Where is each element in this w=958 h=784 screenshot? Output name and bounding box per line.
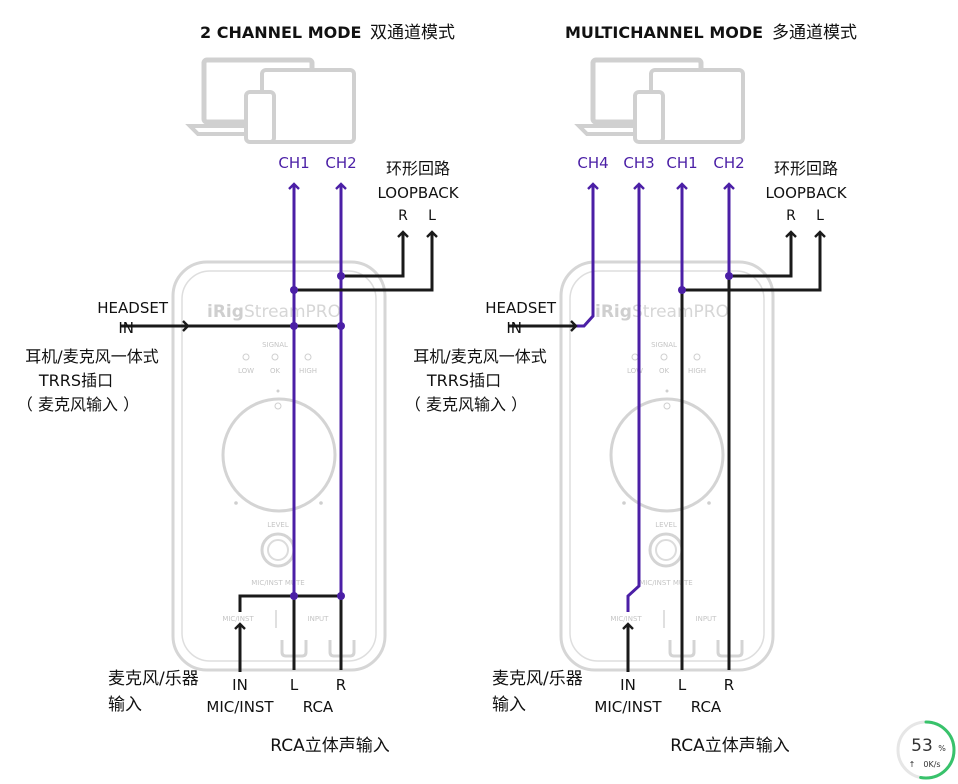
left-bottom-cn-2: 输入 [108, 695, 142, 715]
right-micinst-bottom-label: MIC/INST [594, 698, 662, 716]
right-headset-cn-1: 耳机/麦克风一体式 [413, 347, 546, 366]
left-bottom-cn-1: 麦克风/乐器 [108, 669, 199, 689]
left-device-brand: iRig [207, 302, 244, 322]
left-ok-label: OK [270, 367, 281, 375]
left-low-label: LOW [238, 367, 254, 375]
left-device: iRig StreamPRO SIGNAL LOW OK HIGH LEVEL … [171, 260, 387, 672]
left-headset-label: HEADSET [97, 299, 169, 317]
right-wiring [508, 182, 826, 672]
right-headset-label: HEADSET [485, 299, 557, 317]
left-level-label: LEVEL [267, 521, 289, 529]
speed-percent: 53 [911, 736, 933, 756]
left-loopback-cn: 环形回路 [386, 159, 450, 178]
right-rca-stereo-cn: RCA立体声输入 [670, 736, 789, 756]
left-title-cn: 双通道模式 [370, 23, 455, 43]
left-rca-stereo-cn: RCA立体声输入 [270, 736, 389, 756]
right-micinst-label: MIC/INST [610, 615, 642, 623]
right-loop-r: R [786, 208, 796, 224]
right-level-knob [609, 397, 725, 513]
right-ok-label: OK [659, 367, 670, 375]
network-speed-widget[interactable]: 53 % ↑ 0K/s [896, 720, 956, 780]
right-bottom-cn-1: 麦克风/乐器 [492, 669, 583, 689]
left-input-label: INPUT [308, 615, 330, 623]
left-signal-label: SIGNAL [262, 341, 288, 349]
right-loop-l: L [816, 208, 824, 224]
left-high-label: HIGH [299, 367, 317, 375]
left-headset-cn-3: （ 麦克风输入 ） [17, 395, 139, 414]
left-micinst-bottom-label: MIC/INST [206, 698, 274, 716]
right-ch1-label: CH1 [666, 154, 697, 172]
right-loopback-cn: 环形回路 [774, 159, 838, 178]
devices-icon [574, 57, 745, 144]
right-bottom-cn-2: 输入 [492, 695, 526, 715]
left-loop-r: R [398, 208, 408, 224]
speed-progress-ring [896, 720, 956, 780]
right-ch3-label: CH3 [623, 154, 654, 172]
right-l-label: L [678, 676, 687, 694]
left-title: 2 CHANNEL MODE [200, 23, 361, 42]
left-headset-cn-1: 耳机/麦克风一体式 [25, 347, 158, 366]
speed-percent-sign: % [938, 744, 946, 753]
left-mute-label: MIC/INST MUTE [251, 579, 304, 587]
left-in-label: IN [232, 676, 248, 694]
left-headset-in-label: IN [118, 319, 134, 337]
right-level-label: LEVEL [655, 521, 677, 529]
right-title-cn: 多通道模式 [772, 23, 857, 43]
left-micinst-label: MIC/INST [222, 615, 254, 623]
right-high-label: HIGH [688, 367, 706, 375]
right-rca-label: RCA [691, 698, 722, 716]
right-device-model: StreamPRO [632, 302, 729, 322]
right-input-label: INPUT [696, 615, 718, 623]
right-loopback-label: LOOPBACK [765, 184, 847, 202]
right-signal-label: SIGNAL [651, 341, 677, 349]
right-panel: MULTICHANNEL MODE 多通道模式 CH4 CH3 CH1 CH2 … [405, 23, 857, 756]
left-rca-label: RCA [303, 698, 334, 716]
devices-icon [185, 57, 356, 144]
right-ch4-label: CH4 [577, 154, 608, 172]
left-r-label: R [336, 676, 346, 694]
right-device: iRig StreamPRO SIGNAL LOW OK HIGH LEVEL … [559, 260, 775, 672]
right-mute-label: MIC/INST MUTE [639, 579, 692, 587]
speed-rate: 0K/s [923, 760, 940, 769]
left-loop-l: L [428, 208, 436, 224]
left-wiring [120, 182, 438, 672]
left-device-model: StreamPRO [244, 302, 341, 322]
upload-arrow-icon: ↑ [909, 760, 916, 769]
left-l-label: L [290, 676, 299, 694]
left-headset-cn-2: TRRS插口 [38, 371, 113, 390]
left-mute-button [260, 532, 296, 568]
left-panel: 2 CHANNEL MODE 双通道模式 CH1 CH2 环形回路 LOOPBA… [17, 23, 460, 756]
right-ch2-label: CH2 [713, 154, 744, 172]
left-level-knob [221, 397, 337, 513]
left-ch2-label: CH2 [325, 154, 356, 172]
left-ch1-label: CH1 [278, 154, 309, 172]
right-mute-button [648, 532, 684, 568]
right-headset-cn-3: （ 麦克风输入 ） [405, 395, 527, 414]
right-device-brand: iRig [595, 302, 632, 322]
right-low-label: LOW [627, 367, 643, 375]
right-in-label: IN [620, 676, 636, 694]
right-headset-cn-2: TRRS插口 [426, 371, 501, 390]
right-headset-in-label: IN [506, 319, 522, 337]
right-r-label: R [724, 676, 734, 694]
right-title: MULTICHANNEL MODE [565, 23, 763, 42]
left-loopback-label: LOOPBACK [377, 184, 459, 202]
